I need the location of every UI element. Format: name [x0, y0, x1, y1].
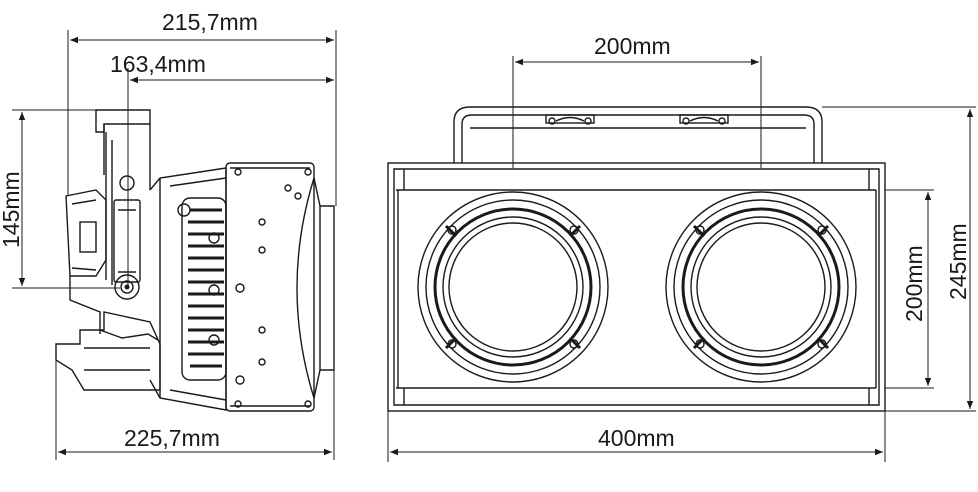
- clamp-right-icon: [679, 114, 729, 125]
- dim-front-inner-height: 200mm: [901, 245, 927, 322]
- lens-right-icon: [665, 191, 857, 383]
- heatsink-icon: [177, 197, 227, 381]
- front-view: 200mm 400mm 200mm 245mm: [387, 33, 976, 462]
- dim-side-height: 145mm: [0, 171, 24, 248]
- dim-front-spacing: 200mm: [594, 33, 671, 59]
- lens-left-icon: [417, 191, 609, 383]
- dim-side-top-width: 215,7mm: [162, 9, 258, 35]
- dim-side-inner-width: 163,4mm: [110, 51, 206, 77]
- dim-side-bottom-width: 225,7mm: [124, 425, 220, 451]
- clamp-left-icon: [545, 114, 595, 125]
- dim-front-width: 400mm: [598, 425, 675, 451]
- side-view: 215,7mm 163,4mm 145mm 225,7mm: [0, 9, 337, 460]
- dim-front-total-height: 245mm: [945, 223, 971, 300]
